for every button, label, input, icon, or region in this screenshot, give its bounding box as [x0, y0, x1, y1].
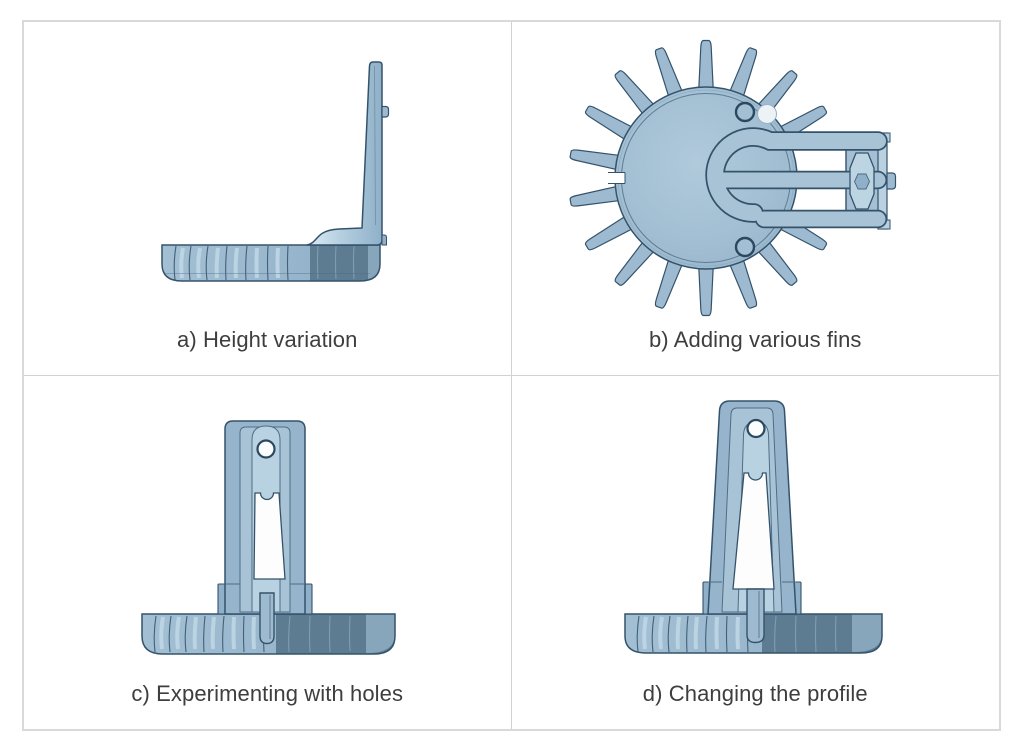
- panel-caption-d: d) Changing the profile: [642, 681, 868, 706]
- finned-base-side: [161, 244, 381, 282]
- center-peg: [745, 587, 765, 643]
- vertical-arm-side: [306, 61, 390, 246]
- rim-notch: [607, 172, 625, 184]
- panel-b: b) Adding various fins: [511, 22, 999, 376]
- panel-caption-c: c) Experimenting with holes: [131, 681, 404, 706]
- vertical-arm-front: [217, 419, 313, 644]
- cad-render-front-view-holes: [141, 419, 396, 655]
- mount-hole-ring-bottom: [734, 236, 755, 258]
- center-peg: [259, 591, 275, 644]
- panel-a: a) Height variation: [24, 22, 512, 376]
- radial-fins: [569, 39, 827, 317]
- side-peg-top: [885, 172, 896, 190]
- panel-caption-a: a) Height variation: [177, 326, 358, 352]
- cad-render-side-view: [161, 61, 390, 282]
- panel-d: d) Changing the profile: [511, 375, 999, 729]
- tapered-arm-front: [701, 399, 802, 643]
- round-hole: [745, 418, 766, 438]
- figure-grid: a) Height variation: [22, 20, 1001, 731]
- panel-caption-b: b) Adding various fins: [648, 326, 862, 352]
- cad-render-front-view-profile: [623, 399, 883, 654]
- panel-c: c) Experimenting with holes: [24, 375, 512, 729]
- mount-hole-ring: [734, 101, 755, 123]
- cad-render-top-view: [569, 39, 896, 317]
- finned-base-front: [141, 612, 396, 655]
- trapezoid-cutout: [253, 491, 286, 580]
- hex-boss: [848, 152, 875, 210]
- trapezoid-cutout: [731, 471, 775, 590]
- side-peg: [381, 105, 390, 118]
- round-hole: [256, 438, 276, 459]
- mount-hole-open: [756, 104, 777, 124]
